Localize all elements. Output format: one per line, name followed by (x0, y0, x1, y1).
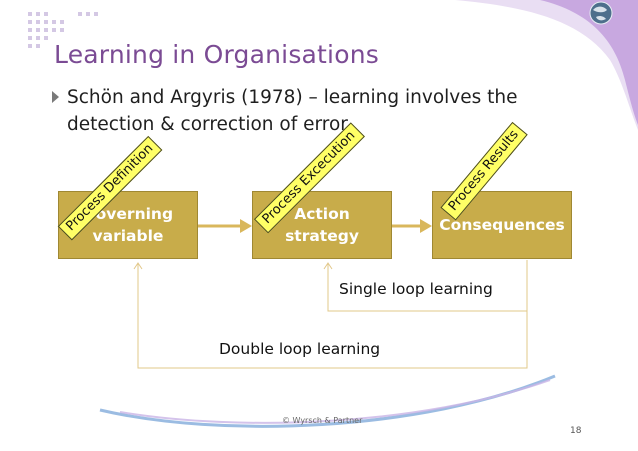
swoosh-decoration (455, 0, 638, 130)
bullet-line-2: detection & correction of error. (67, 114, 353, 135)
governing-label-1: Governing (82, 205, 174, 223)
double-loop-label: Double loop learning (219, 340, 381, 358)
consequences-label: Consequences (439, 216, 565, 234)
flow-arrows (196, 219, 432, 233)
triangle-bullet-icon (52, 91, 59, 103)
page-title: Learning in Organisations (54, 40, 379, 69)
bullet-text: Schön and Argyris (1978) – learning invo… (67, 84, 547, 138)
single-loop-line (323, 260, 528, 312)
globe-icon (589, 1, 613, 25)
action-label-2: strategy (285, 227, 359, 245)
page-number: 18 (570, 426, 582, 436)
governing-label-2: variable (92, 227, 164, 245)
swoosh-decoration-dark (540, 0, 638, 125)
action-label-1: Action (294, 205, 350, 223)
dot-grid-decoration (28, 12, 98, 48)
single-loop-label: Single loop learning (339, 280, 493, 298)
double-loop-line (133, 262, 528, 369)
bullet-line-1: Schön and Argyris (1978) – learning invo… (67, 87, 518, 108)
footer-copyright: © Wyrsch & Partner (282, 416, 363, 425)
